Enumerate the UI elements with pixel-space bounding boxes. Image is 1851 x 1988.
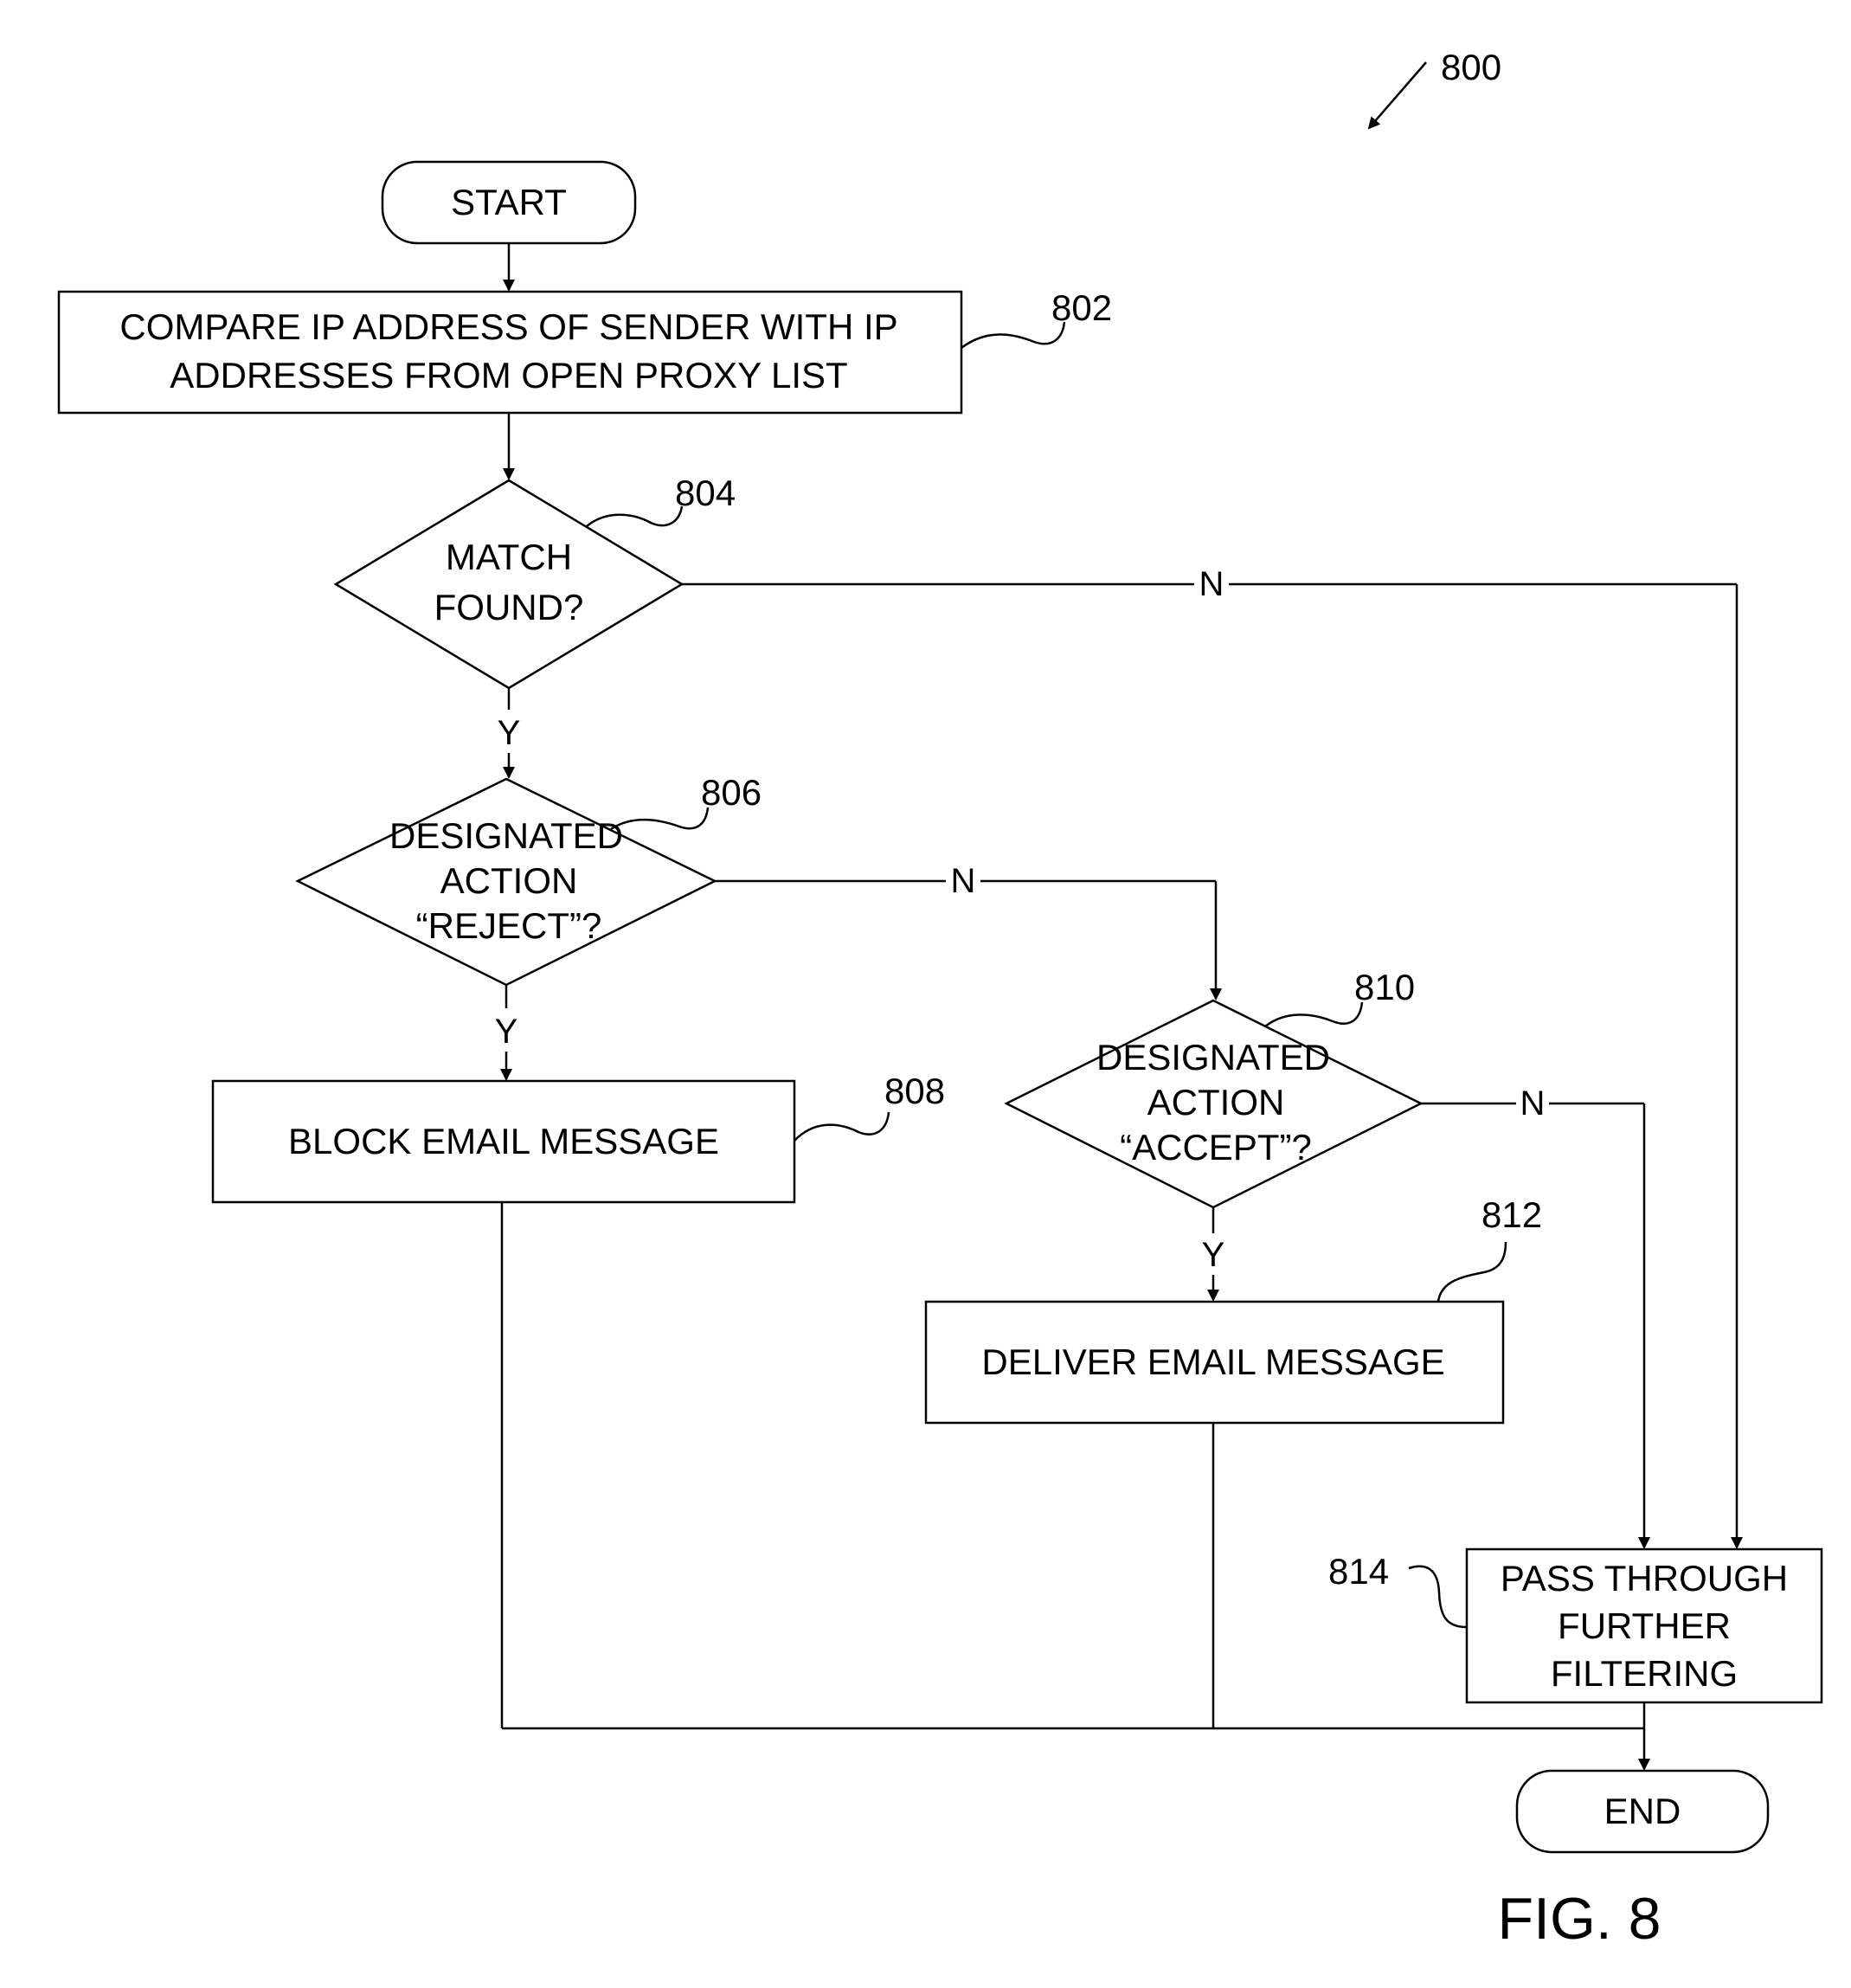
- end-label: END: [1604, 1791, 1681, 1831]
- figure-ref-800: 800: [1441, 47, 1501, 87]
- ref-806: 806: [701, 772, 762, 813]
- decision-804-diamond: [336, 480, 682, 688]
- decision-806-line-3: “REJECT”?: [416, 905, 602, 946]
- ref-812-leader: [1438, 1242, 1506, 1302]
- edge-810-yes-label: Y: [1202, 1236, 1225, 1274]
- decision-810-line-3: “ACCEPT”?: [1120, 1127, 1312, 1168]
- ref-810: 810: [1354, 967, 1415, 1007]
- figure-caption: FIG. 8: [1498, 1886, 1661, 1952]
- edge-804-no-label: N: [1199, 565, 1224, 603]
- decision-806-line-2: ACTION: [440, 860, 578, 901]
- decision-804-line-1: MATCH: [446, 537, 572, 577]
- ref-808: 808: [884, 1071, 945, 1111]
- ref-812: 812: [1481, 1194, 1542, 1235]
- decision-804-line-2: FOUND?: [434, 587, 584, 627]
- edge-810-no-label: N: [1520, 1084, 1546, 1123]
- ref-808-leader: [794, 1112, 889, 1141]
- step-812-line-1: DELIVER EMAIL MESSAGE: [981, 1341, 1444, 1382]
- start-label: START: [451, 182, 567, 222]
- edge-804-yes-label: Y: [498, 714, 521, 752]
- ref-814-leader: [1409, 1567, 1467, 1627]
- edge-806-yes-label: Y: [495, 1013, 518, 1051]
- ref-806-leader: [611, 807, 708, 829]
- edge-806-no-label: N: [951, 862, 976, 900]
- step-814-line-2: FURTHER: [1558, 1605, 1731, 1646]
- decision-806-line-1: DESIGNATED: [389, 815, 623, 856]
- step-814-line-3: FILTERING: [1551, 1653, 1738, 1694]
- step-802-line-1: COMPARE IP ADDRESS OF SENDER WITH IP: [119, 306, 897, 347]
- decision-810-line-1: DESIGNATED: [1096, 1037, 1330, 1078]
- figure-ref-arrow: [1369, 62, 1426, 128]
- ref-804-leader: [587, 506, 682, 526]
- ref-810-leader: [1265, 1002, 1362, 1026]
- ref-802-leader: [961, 322, 1064, 348]
- step-814-line-1: PASS THROUGH: [1501, 1558, 1788, 1599]
- step-808-line-1: BLOCK EMAIL MESSAGE: [288, 1121, 719, 1161]
- step-802-line-2: ADDRESSES FROM OPEN PROXY LIST: [170, 355, 847, 396]
- ref-814: 814: [1328, 1551, 1389, 1592]
- ref-802: 802: [1051, 287, 1112, 328]
- ref-804: 804: [675, 473, 736, 513]
- decision-810-line-2: ACTION: [1147, 1082, 1285, 1123]
